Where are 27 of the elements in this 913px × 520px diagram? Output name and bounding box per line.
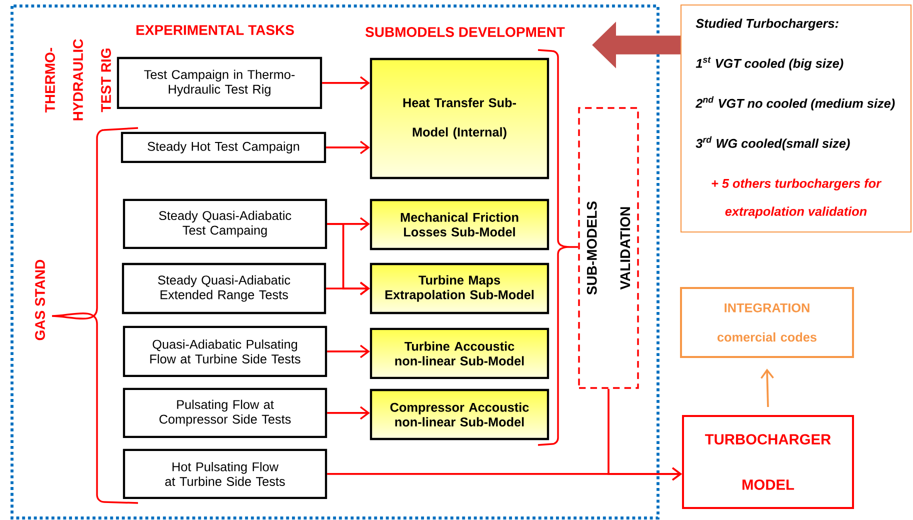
task-box: Hot Pulsating Flow at Turbine Side Tests <box>122 448 328 500</box>
task-box: Steady Quasi-Adiabatic Test Campaing <box>122 198 328 250</box>
submodel-box: Turbine Maps Extrapolation Sub-Model <box>370 262 550 314</box>
submodel-box: Turbine Accoustic non-linear Sub-Model <box>370 328 550 380</box>
integration-box: INTEGRATION comercial codes <box>680 287 854 358</box>
submodel-box: Compressor Accoustic non-linear Sub-Model <box>370 388 550 440</box>
model-box: TURBOCHARGER MODEL <box>682 415 854 509</box>
submodel-box: Mechanical Friction Losses Sub-Model <box>370 198 550 250</box>
arrow <box>608 388 682 481</box>
arrow <box>326 140 370 154</box>
info-box: Studied Turbochargers: 1$^{st}$ VGT cooled (big size) 2$^{nd}$ VGT no cooled (medium size) 3$^{rd}$ WG cooled(small size) + 5 others turbochargers for extrapolation validation <box>680 4 912 233</box>
arrow <box>327 406 370 420</box>
vertical-label: THERMO- HYDRAULIC TEST RIG <box>45 39 111 120</box>
arrow <box>322 76 370 90</box>
task-box: Steady Quasi-Adiabatic Extended Range Tests <box>122 262 326 314</box>
task-box: Quasi-Adiabatic Pulsating Flow at Turbine Side Tests <box>122 326 328 378</box>
arrow <box>327 344 370 358</box>
task-box: Pulsating Flow at Compressor Side Tests <box>122 388 328 438</box>
submodel-box: Heat Transfer Sub-Model (Internal) <box>370 58 550 180</box>
heading: SUBMODELS DEVELOPMENT <box>365 27 565 37</box>
heading: EXPERIMENTAL TASKS <box>136 25 294 35</box>
arrow <box>326 282 370 296</box>
task-box: Steady Hot Test Campaign <box>120 132 326 164</box>
validation-box: SUB-MODELS VALIDATION <box>578 107 639 389</box>
arrow <box>760 368 774 408</box>
vertical-label: GAS STAND <box>35 260 45 340</box>
task-box: Test Campaign in Thermo-Hydraulic Test Rig <box>116 56 322 110</box>
